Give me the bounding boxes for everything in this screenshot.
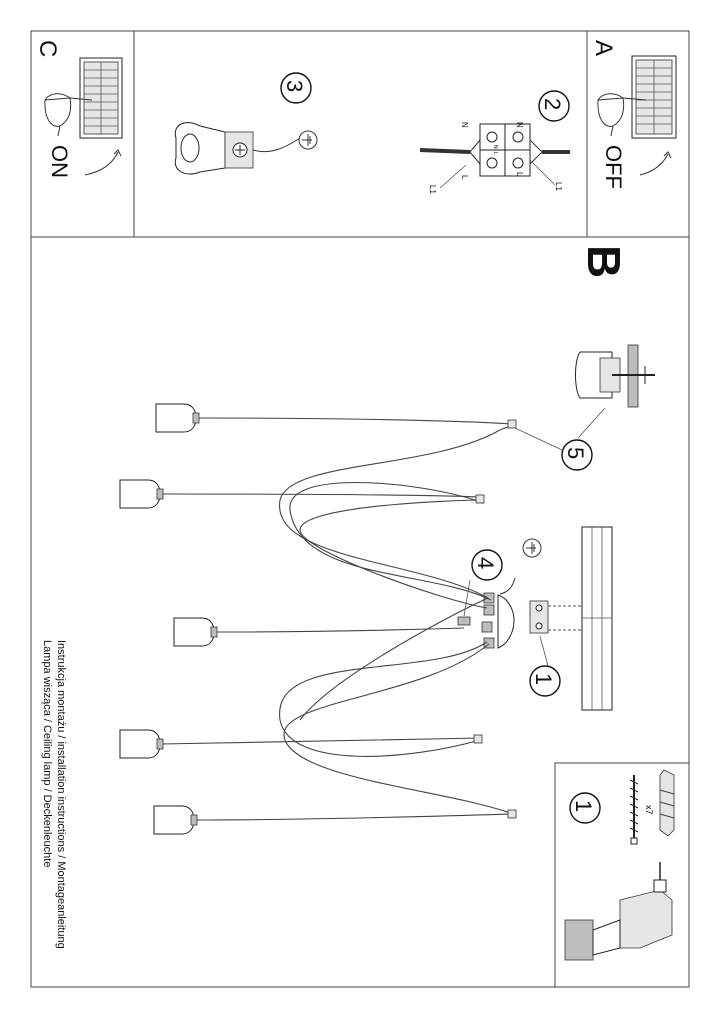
ceiling-canopy [497,526,613,711]
switch-arrow [639,153,669,176]
canopy-detail-icon [575,344,655,408]
label-right-l1: L1 [554,182,563,191]
wall-plug-icon [659,769,675,837]
label-left-n: N [460,122,469,128]
fuse-box-icon [631,55,677,139]
pendant-lamp-drawing: 4 1 [119,403,613,835]
step-2-badge: 2 [538,90,570,122]
panel-a-letter: A [590,40,617,56]
fuse-box-icon [79,57,123,139]
step-4-badge: 4 [471,549,503,581]
step-1-badge-main: 1 [529,665,561,697]
step-3-number: 3 [282,80,307,92]
panel-c-letter: C [34,40,61,57]
step-5-group: 5 [514,344,655,471]
title-line-1: Instrukcja montażu / installation instru… [55,640,67,949]
lamp-holder-icon [174,122,301,175]
cable-glands [457,592,495,649]
label-center-n: N [492,145,498,149]
panel-a-action: OFF [601,145,626,189]
connector-block-icon [419,123,570,189]
page-frame [30,30,690,988]
step-3-group: 3 [174,72,318,175]
step-5-number: 5 [563,447,588,459]
lead-3 [214,627,465,633]
lead-2 [161,493,481,498]
hand-icon [597,93,647,137]
lamp-shade-4 [119,729,164,759]
cable-3a [299,597,489,721]
step-3-badge: 3 [280,72,312,104]
ground-icon [499,538,542,595]
anchor-count: x7 [644,805,654,815]
panel-c: C ON [30,30,135,238]
label-center-l: L [492,152,498,155]
step-4-number: 4 [473,557,498,569]
cable-4 [279,641,488,757]
screw-icon [629,775,639,845]
lamp-shade-3 [173,617,218,647]
step-1-badge-tools: 1 [569,792,601,824]
label-right-l: L [515,172,524,177]
lead-5 [195,813,513,821]
label-left-l: L [460,175,469,180]
step-2-group: 2 N L L1 N L L1 N L [419,90,570,194]
step-1-number: 1 [531,673,556,685]
lead-4 [159,737,481,745]
step-1-tools-number: 1 [571,800,596,812]
lead-1 [197,417,513,425]
step-2-number: 2 [540,98,565,110]
cable-1 [279,423,517,599]
panel-c-action: ON [47,145,72,178]
ground-icon [298,130,318,150]
cable-2b [299,499,488,609]
hand-icon [44,93,93,137]
switch-arrow [84,151,119,176]
panel-a: A OFF [586,30,690,238]
label-right-n: N [515,122,524,128]
panel-tools: 1 x7 [554,762,690,988]
drill-icon [564,862,673,961]
cable-5 [283,643,517,816]
step-5-badge: 5 [561,439,593,471]
title-line-2: Lampa wisząca / Ceiling lamp / Deckenleu… [41,640,53,867]
lamp-shade-5 [153,805,198,835]
label-left-l1: L1 [428,185,437,194]
panel-b-letter: B [578,245,630,278]
lamp-shade-1 [155,403,200,433]
lamp-shade-2 [119,479,164,509]
